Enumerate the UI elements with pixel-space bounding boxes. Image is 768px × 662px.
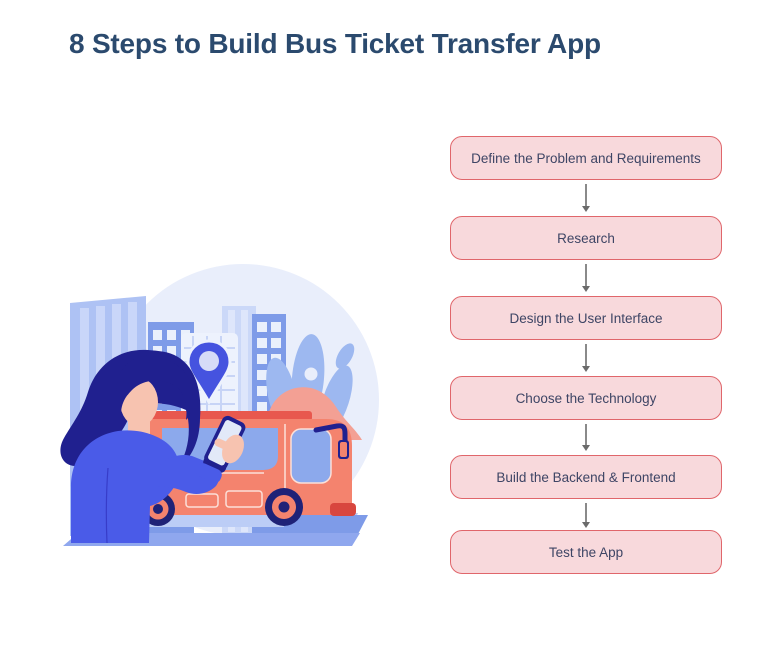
- hand: [214, 434, 244, 464]
- flow-arrow-icon: [582, 503, 589, 528]
- sleeve-cuff: [196, 463, 222, 483]
- flow-arrow-icon: [582, 344, 589, 372]
- step-design-ui: Design the User Interface: [450, 296, 722, 340]
- location-pin-icon: [186, 339, 232, 405]
- page-title: 8 Steps to Build Bus Ticket Transfer App: [69, 28, 601, 59]
- step-define-problem: Define the Problem and Requirements: [450, 136, 722, 180]
- ground: [134, 513, 368, 538]
- flow-arrow-icon: [582, 264, 589, 292]
- hair-front: [116, 355, 193, 420]
- step-choose-technology: Choose the Technology: [450, 376, 722, 420]
- bus-app-illustration: [60, 264, 379, 546]
- flow-arrow-icon: [582, 424, 589, 451]
- step-build-backend-frontend: Build the Backend & Frontend: [450, 455, 722, 499]
- bus-windshield: [290, 428, 332, 484]
- torso: [71, 430, 180, 543]
- step-research: Research: [450, 216, 722, 260]
- bus-mirror: [313, 423, 348, 451]
- step-test-app: Test the App: [450, 530, 722, 574]
- bus-front-wheel: [265, 488, 303, 526]
- flow-arrow-icon: [582, 184, 589, 212]
- woman-with-phone-icon: [60, 349, 246, 544]
